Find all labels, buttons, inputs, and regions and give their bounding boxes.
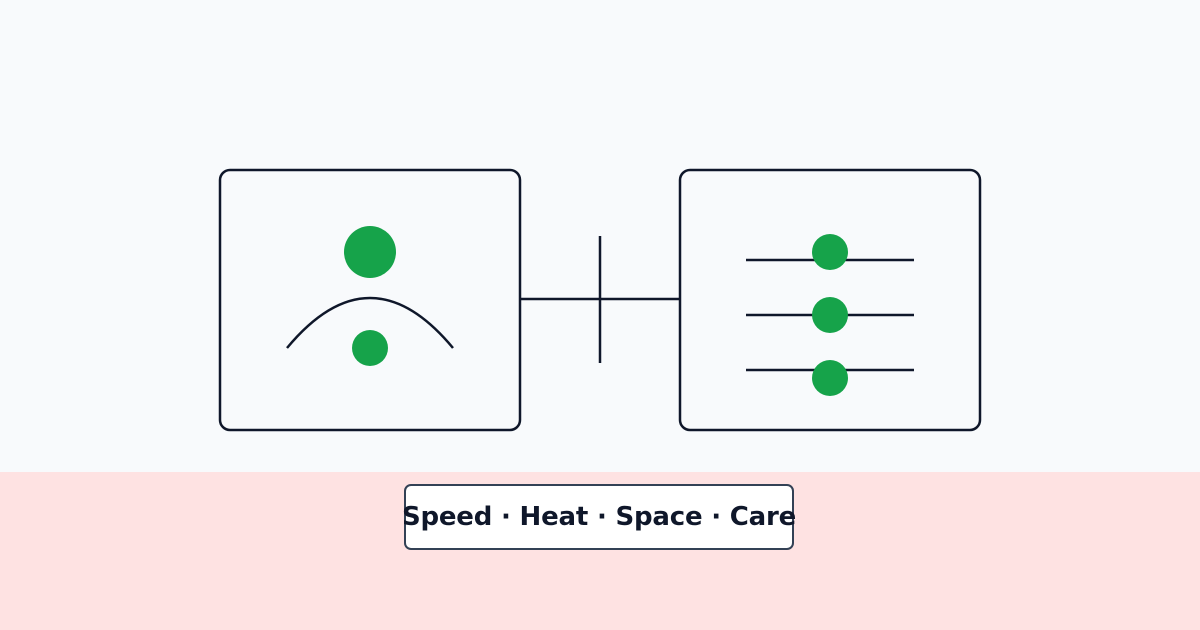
right-panel [678,168,982,432]
arc-curve [286,296,454,349]
slider-knob-2 [812,297,848,333]
cross-connector-icon [520,236,680,363]
slider-knob-1 [812,234,848,270]
sliders-icon [746,234,914,396]
body-dot [352,330,388,366]
slider-knob-3 [812,360,848,396]
caption-box: Speed · Heat · Space · Care [401,484,797,550]
caption-text: Speed · Heat · Space · Care [401,502,797,532]
head-dot [344,226,396,278]
right-panel-frame [678,168,982,432]
person-under-arc-icon [286,226,454,366]
